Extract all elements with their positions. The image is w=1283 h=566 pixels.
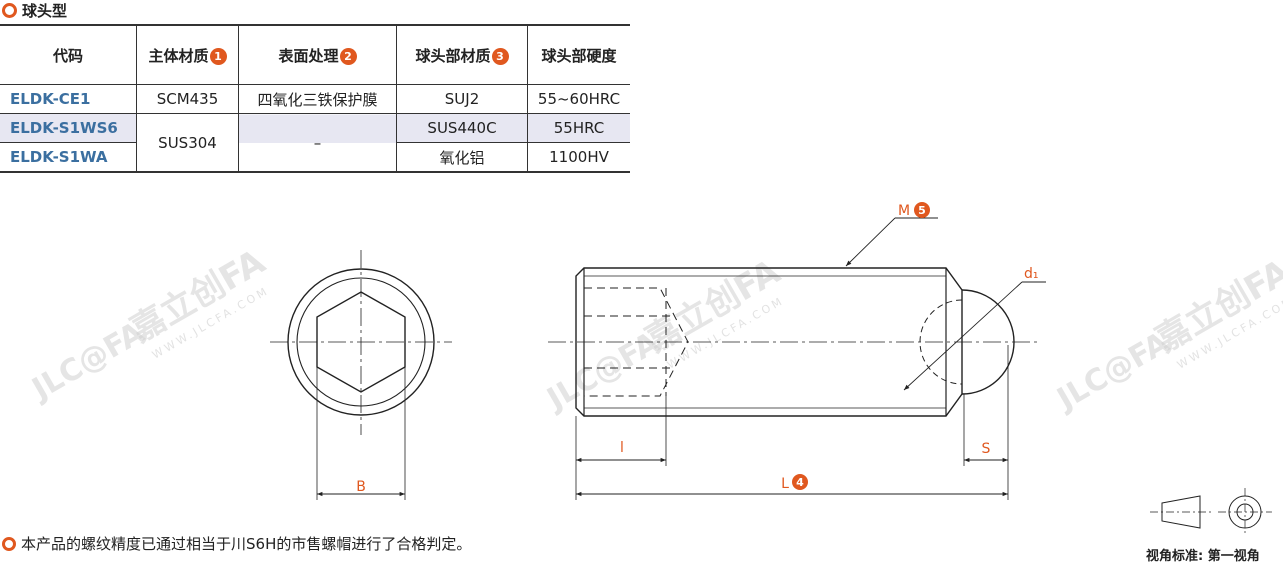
cell-surface: 四氧化三铁保护膜 [238,84,397,114]
cell-ball-hardness: 1100HV [527,142,630,173]
watermark-right: JLC@FA 嘉立创FA WWW.JLCFA.COM [1050,251,1283,417]
cell-ball-hardness: 55~60HRC [527,84,630,114]
table-row: ELDK-S1WS6 SUS304 – SUS440C 55HRC [0,113,630,173]
dim-label-d1: d₁ [1024,266,1039,282]
side-view [548,217,1046,500]
cell-body-material: SCM435 [136,84,239,114]
cell-surface: – [238,113,397,173]
cell-code: ELDK-S1WA [0,142,137,173]
cell-ball-material: SUS440C [396,113,528,143]
section-title: 球头型 [2,0,67,20]
table-row: ELDK-S1WA 氧化铝 1100HV [0,142,630,173]
cell-ball-hardness: 55HRC [527,113,630,143]
badge-1: 1 [209,47,227,65]
projection-label: 视角标准: 第一视角 [1146,549,1260,564]
section-title-text: 球头型 [22,1,68,20]
note: 本产品的螺纹精度已通过相当于川S6H的市售螺帽进行了合格判定。 [2,533,471,554]
dim-label-M: M [898,203,910,219]
dim-label-B: B [356,479,366,495]
end-view [270,250,452,500]
badge-4: 4 [796,476,804,489]
circle-bullet-icon [2,2,17,18]
badge-2: 2 [339,47,357,65]
cell-body-material: SUS304 [136,113,239,173]
cell-ball-material: 氧化铝 [396,142,528,173]
first-angle-projection-icon [1150,488,1272,536]
badge-4-circle [792,474,808,490]
badge-3: 3 [491,47,509,65]
badge-5: 5 [918,204,926,217]
table-row: ELDK-CE1 SCM435 四氧化三铁保护膜 SUJ2 55~60HRC [0,84,630,114]
note-text: 本产品的螺纹精度已通过相当于川S6H的市售螺帽进行了合格判定。 [21,535,472,553]
watermark-left: JLC@FA 嘉立创FA WWW.JLCFA.COM [25,241,273,407]
circle-bullet-icon [2,536,16,551]
cell-ball-material: SUJ2 [396,84,528,114]
dim-label-S: S [982,441,991,457]
header-ball-hardness: 球头部硬度 [527,24,630,85]
dim-label-L: L [781,476,789,492]
cell-code: ELDK-S1WS6 [0,113,137,143]
badge-5-circle [914,202,930,218]
cell-code: ELDK-CE1 [0,84,137,114]
dim-label-l: l [620,440,624,456]
